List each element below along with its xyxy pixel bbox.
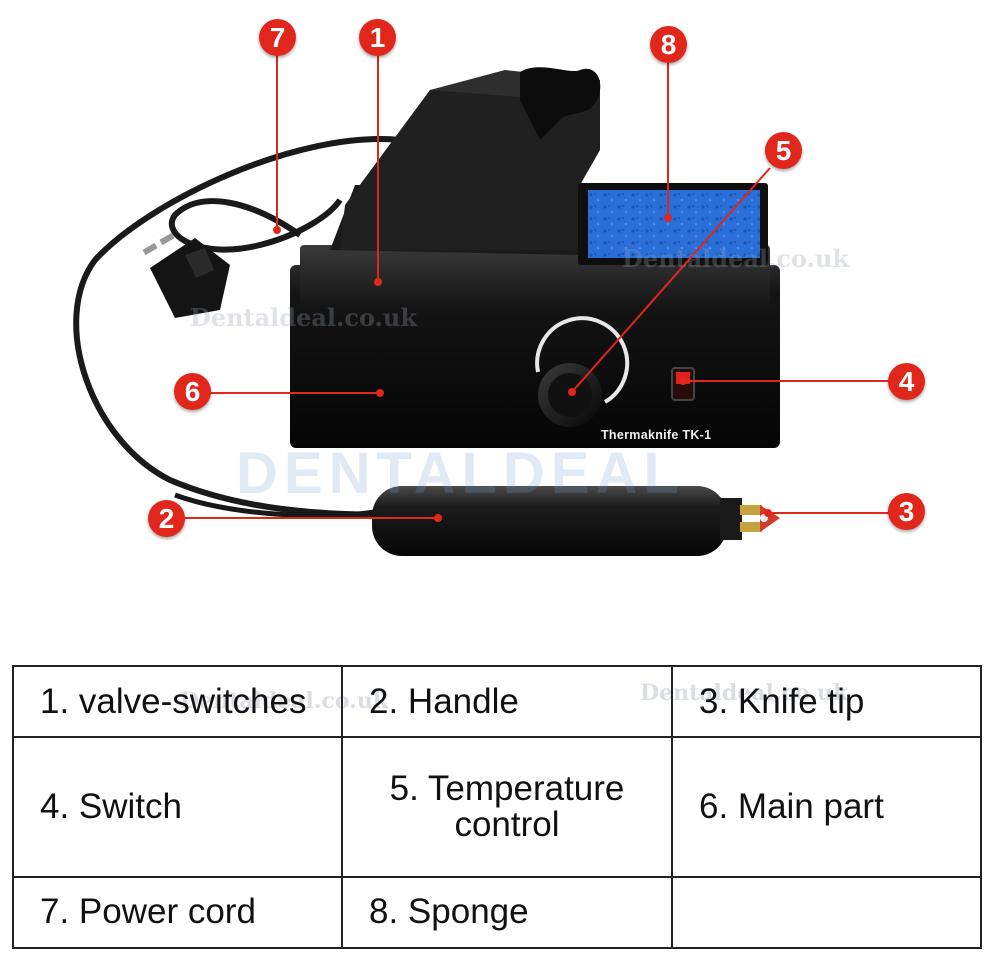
callout-5: 5 [765, 132, 802, 169]
legend-cell: 8. Sponge [341, 875, 673, 950]
power-plug [142, 232, 230, 318]
legend-cell: 3. Knife tip [671, 664, 982, 739]
callout-dots [273, 214, 772, 522]
knob-indicator-arc [535, 316, 630, 404]
callout-3: 3 [888, 493, 925, 530]
sponge [588, 190, 760, 258]
device-illustration [73, 55, 890, 556]
legend-cell: 2. Handle [341, 664, 673, 739]
legend-row: 4. Switch 5. Temperature control 6. Main… [12, 736, 982, 878]
legend-item-3: 3. Knife tip [699, 681, 865, 721]
product-model-label: Thermaknife TK-1 [601, 428, 712, 442]
parts-legend-table: 1. valve-switches 2. Handle 3. Knife tip… [12, 664, 982, 950]
callout-6: 6 [174, 373, 211, 410]
legend-row: 7. Power cord 8. Sponge [12, 875, 982, 950]
power-cord-loop [168, 198, 343, 253]
legend-cell: 5. Temperature control [341, 736, 673, 878]
legend-item-5-line-1: 5. Temperature [389, 768, 625, 808]
legend-item-1: 1. valve-switches [40, 681, 307, 721]
power-cord [73, 136, 401, 518]
legend-item-5-line-2: control [454, 804, 560, 844]
legend-cell: 4. Switch [12, 736, 343, 878]
product-diagram: Thermaknife TK-1 DENTALDEAL Dentaldeal.c… [73, 19, 925, 556]
callout-4: 4 [888, 363, 925, 400]
legend-item-4: 4. Switch [40, 786, 182, 826]
legend-cell: 1. valve-switches [12, 664, 343, 739]
callout-8: 8 [650, 26, 687, 63]
legend-row: 1. valve-switches 2. Handle 3. Knife tip [12, 664, 982, 739]
handpiece [174, 486, 780, 556]
legend-cell-empty [671, 875, 982, 950]
callout-lines [185, 55, 890, 519]
legend-item-6: 6. Main part [699, 786, 884, 826]
callout-2: 2 [148, 500, 185, 537]
legend-cell: 6. Main part [671, 736, 982, 878]
legend-cell: 7. Power cord [12, 875, 343, 950]
callout-7: 7 [259, 19, 296, 56]
callout-1: 1 [359, 19, 396, 56]
legend-item-2: 2. Handle [369, 681, 519, 721]
legend-item-8: 8. Sponge [369, 892, 529, 932]
legend-item-7: 7. Power cord [40, 892, 256, 932]
main-body [290, 265, 780, 448]
